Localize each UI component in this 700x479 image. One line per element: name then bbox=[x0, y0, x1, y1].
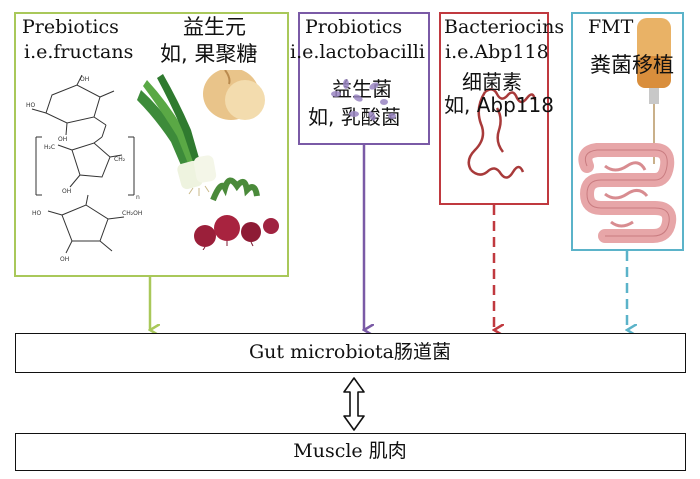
bacteria-illustration bbox=[331, 79, 396, 121]
probiotics-example-zh: 如, 乳酸菌 bbox=[308, 105, 401, 129]
muscle-label: Muscle 肌肉 bbox=[293, 440, 407, 462]
svg-text:CH₂: CH₂ bbox=[114, 156, 126, 163]
svg-text:OH: OH bbox=[58, 136, 67, 143]
vegetables-illustration bbox=[137, 70, 279, 250]
svg-text:HO: HO bbox=[26, 102, 36, 109]
prebiotics-example: i.e.fructans bbox=[24, 41, 134, 63]
svg-text:OH: OH bbox=[62, 188, 71, 195]
bacteriocins-title: Bacteriocins bbox=[444, 16, 565, 38]
gut-microbiota-box bbox=[15, 333, 686, 373]
prebiotics-title: Prebiotics bbox=[22, 16, 119, 38]
svg-text:H₂C: H₂C bbox=[44, 144, 55, 151]
bacteriocins-example-zh: 如, Abp118 bbox=[444, 93, 554, 117]
muscle-box bbox=[15, 433, 686, 471]
bacteriocins-box bbox=[439, 12, 549, 205]
probiotics-example: i.e.lactobacilli bbox=[290, 41, 425, 63]
prebiotics-example-zh: 如, 果聚糖 bbox=[160, 42, 258, 66]
svg-text:OH: OH bbox=[80, 76, 89, 83]
prebiotics-title-zh: 益生元 bbox=[183, 15, 246, 39]
svg-text:CH₂OH: CH₂OH bbox=[122, 210, 142, 217]
svg-text:n: n bbox=[136, 194, 140, 201]
bacteriocins-example: i.e.Abp118 bbox=[445, 41, 549, 63]
svg-text:OH: OH bbox=[60, 256, 69, 263]
fmt-title-zh: 粪菌移植 bbox=[590, 53, 674, 77]
bacteriocins-title-zh: 细菌素 bbox=[462, 70, 522, 94]
probiotics-title: Probiotics bbox=[305, 16, 403, 38]
gut-microbiota-label: Gut microbiota肠道菌 bbox=[249, 341, 451, 363]
probiotics-box bbox=[298, 12, 430, 145]
svg-text:HO: HO bbox=[32, 210, 42, 217]
fmt-illustration bbox=[578, 18, 677, 243]
fmt-title: FMT bbox=[588, 16, 634, 38]
peptide-helix-illustration bbox=[467, 88, 537, 179]
bidirectional-arrow bbox=[343, 377, 365, 431]
